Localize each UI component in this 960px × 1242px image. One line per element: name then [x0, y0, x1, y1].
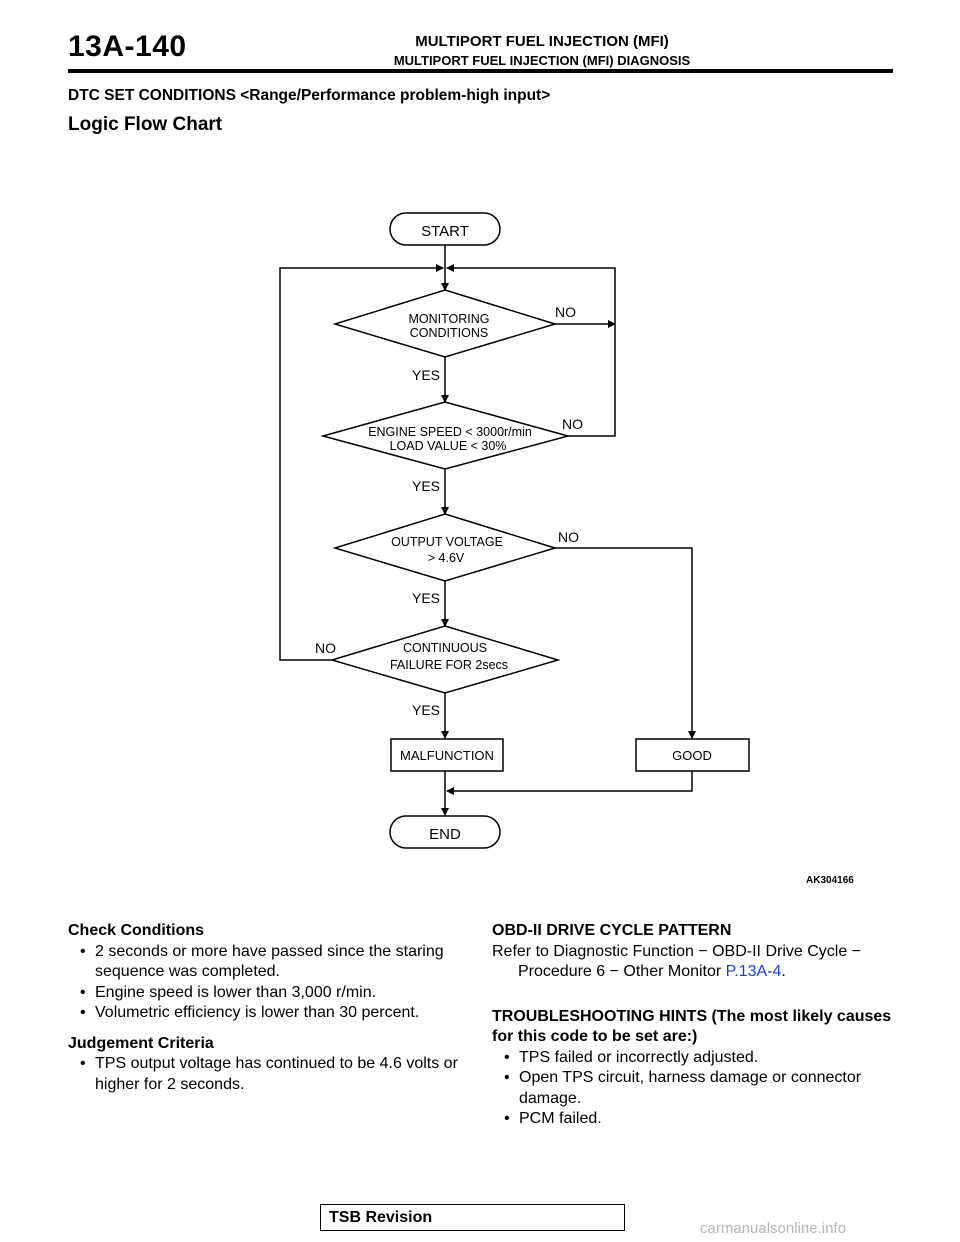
- left-column: Check Conditions 2 seconds or more have …: [68, 921, 468, 1105]
- decision4-line1: CONTINUOUS: [403, 641, 487, 655]
- yes-label-d3: YES: [412, 590, 440, 606]
- list-item: TPS output voltage has continued to be 4…: [68, 1054, 468, 1095]
- list-item: 2 seconds or more have passed since the …: [68, 942, 468, 983]
- no-label-d1: NO: [555, 304, 576, 320]
- decision3-line1: OUTPUT VOLTAGE: [391, 535, 503, 549]
- troubleshooting-list: TPS failed or incorrectly adjusted. Open…: [492, 1048, 892, 1130]
- check-conditions-heading: Check Conditions: [68, 922, 205, 939]
- list-item: PCM failed.: [492, 1109, 892, 1130]
- drive-cycle-period: .: [781, 963, 786, 980]
- decision1-line2: CONDITIONS: [410, 326, 488, 340]
- figure-code: AK304166: [806, 875, 854, 886]
- drive-cycle-page-link[interactable]: P.13A-4: [725, 963, 782, 980]
- good-label: GOOD: [672, 748, 712, 763]
- header-rule: [68, 69, 893, 73]
- right-column: OBD-II DRIVE CYCLE PATTERN Refer to Diag…: [492, 921, 892, 1140]
- yes-label-d2: YES: [412, 478, 440, 494]
- header-title: MULTIPORT FUEL INJECTION (MFI): [415, 33, 669, 50]
- tsb-revision-box: [320, 1204, 625, 1231]
- decision-continuous-failure: [329, 625, 561, 694]
- no-branch-d2-loop: [446, 264, 616, 437]
- decision-output-voltage: [332, 513, 558, 582]
- page-number: 13A-140: [68, 30, 187, 63]
- list-item: Engine speed is lower than 3,000 r/min.: [68, 983, 468, 1004]
- drive-cycle-text: Refer to Diagnostic Function − OBD-II Dr…: [492, 942, 892, 983]
- yes-label-d1: YES: [412, 367, 440, 383]
- judgement-criteria-list: TPS output voltage has continued to be 4…: [68, 1054, 468, 1095]
- end-terminal: [389, 815, 501, 849]
- decision2-line1: ENGINE SPEED < 3000r/min: [368, 425, 532, 439]
- decision2-line2: LOAD VALUE < 30%: [390, 439, 507, 453]
- no-label-d3: NO: [558, 529, 579, 545]
- header-subtitle: MULTIPORT FUEL INJECTION (MFI) DIAGNOSIS: [393, 53, 691, 68]
- logic-flow-chart: START MONITORING CONDITIONS NO YES ENGIN…: [279, 212, 854, 886]
- watermark: carmanualsonline.info: [700, 1220, 846, 1237]
- section-heading: DTC SET CONDITIONS <Range/Performance pr…: [68, 87, 551, 104]
- no-branch-d4-loop: [279, 264, 444, 661]
- end-label: END: [429, 826, 461, 843]
- list-item: Open TPS circuit, harness damage or conn…: [492, 1068, 892, 1109]
- no-label-d4: NO: [315, 640, 336, 656]
- decision1-line1: MONITORING: [408, 312, 489, 326]
- troubleshooting-heading: TROUBLESHOOTING HINTS (The most likely c…: [492, 1007, 892, 1046]
- no-label-d2: NO: [562, 416, 583, 432]
- decision-engine-speed-load: [320, 401, 571, 470]
- judgement-criteria-heading: Judgement Criteria: [68, 1034, 214, 1052]
- no-branch-d3-good: [555, 547, 696, 739]
- malfunction-label: MALFUNCTION: [400, 748, 494, 763]
- list-item: Volumetric efficiency is lower than 30 p…: [68, 1003, 468, 1024]
- drive-cycle-heading: OBD-II DRIVE CYCLE PATTERN: [492, 922, 732, 939]
- malfunction-box: [390, 738, 504, 772]
- check-conditions-list: 2 seconds or more have passed since the …: [68, 942, 468, 1024]
- decision4-line2: FAILURE FOR 2secs: [390, 658, 508, 672]
- list-item: TPS failed or incorrectly adjusted.: [492, 1048, 892, 1069]
- yes-label-d4: YES: [412, 702, 440, 718]
- decision3-line2: > 4.6V: [428, 551, 465, 565]
- drive-cycle-reference: Refer to Diagnostic Function − OBD-II Dr…: [492, 942, 862, 981]
- connector-good-end: [446, 771, 693, 795]
- decision-monitoring-conditions: [332, 289, 558, 358]
- start-label: START: [421, 223, 469, 240]
- chart-title: Logic Flow Chart: [68, 114, 223, 135]
- tsb-revision-label: TSB Revision: [329, 1209, 433, 1226]
